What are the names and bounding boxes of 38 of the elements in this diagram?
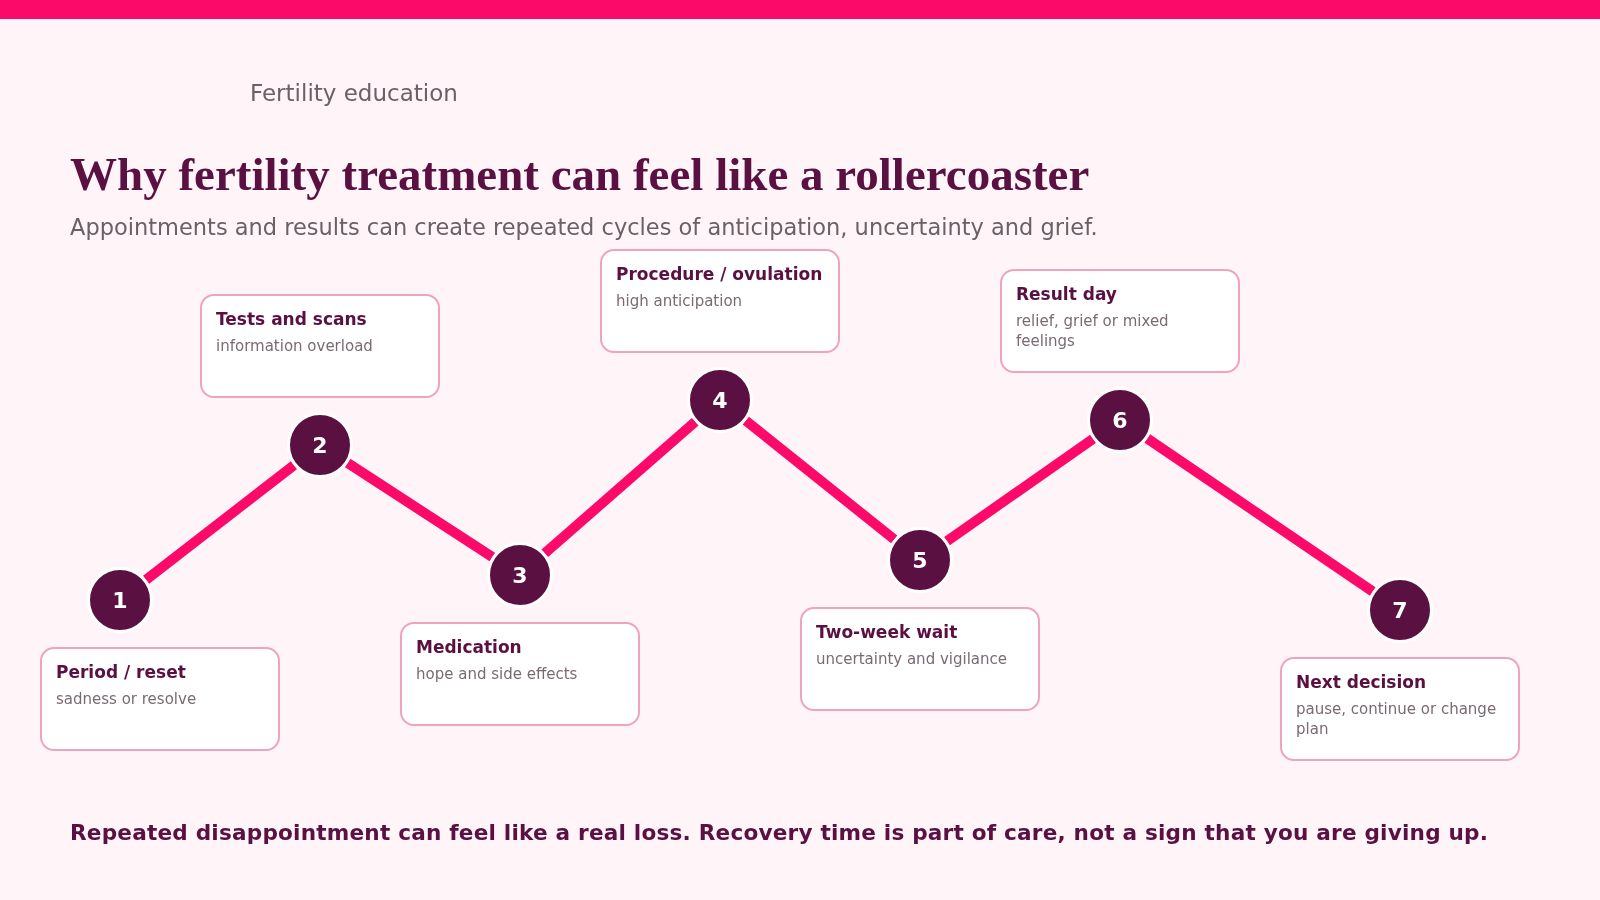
step-number-circle: 1 <box>87 567 153 633</box>
tagline: Fertility education <box>250 80 458 108</box>
stage-description: relief, grief or mixed feelings <box>1016 312 1170 352</box>
stage-card <box>1280 657 1520 761</box>
stage-description: uncertainty and vigilance <box>816 650 1008 670</box>
stage-title: Result day <box>1016 283 1118 306</box>
stage-card <box>800 607 1040 711</box>
stage-description: high anticipation <box>616 292 744 312</box>
track-line <box>344 458 496 562</box>
stage-card <box>400 622 640 726</box>
stage-description: information overload <box>216 337 374 357</box>
track-line <box>1144 434 1376 596</box>
step-number-circle: 5 <box>887 527 953 593</box>
stage-title: Medication <box>416 636 523 659</box>
stage-card <box>600 249 840 353</box>
track-line <box>541 417 699 558</box>
subtitle: Appointments and results can create repeated cycles of anticipation, uncertainty and grief. <box>70 214 1098 241</box>
stage-description: pause, continue or change plan <box>1296 700 1498 740</box>
title: Why fertility treatment can feel like a rollercoaster <box>70 147 1090 202</box>
stage-card <box>40 647 280 751</box>
step-number-circle: 4 <box>687 367 753 433</box>
stage-description: sadness or resolve <box>56 690 198 710</box>
step-number-circle: 3 <box>487 542 553 608</box>
stage-title: Procedure / ovulation <box>616 263 824 286</box>
stage-card <box>1000 269 1240 373</box>
step-number-circle: 7 <box>1367 577 1433 643</box>
step-number-circle: 2 <box>287 412 353 478</box>
stage-card <box>200 294 440 398</box>
stage-description: hope and side effects <box>416 665 579 685</box>
stage-title: Tests and scans <box>216 308 368 331</box>
stage-title: Two-week wait <box>816 621 959 644</box>
track-line <box>944 434 1096 546</box>
footer-note: Repeated disappointment can feel like a real loss. Recovery time is part of care, not a sign that you are giving up. <box>70 820 1489 846</box>
track-line <box>143 461 297 584</box>
track-line <box>742 416 898 544</box>
step-number-circle: 6 <box>1087 387 1153 453</box>
stage-title: Period / reset <box>56 661 187 684</box>
stage-title: Next decision <box>1296 671 1428 694</box>
